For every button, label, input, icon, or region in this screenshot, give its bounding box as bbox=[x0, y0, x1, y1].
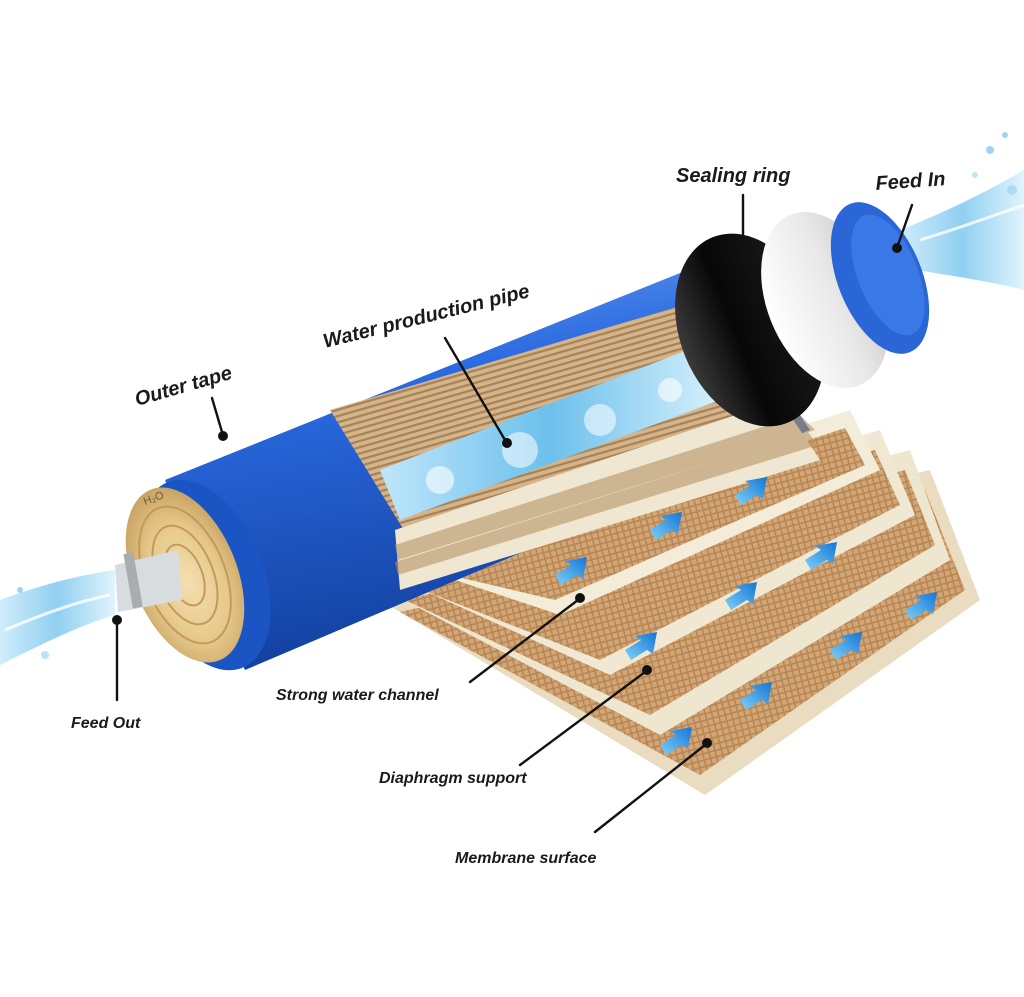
feed-out-water-stream bbox=[0, 570, 115, 665]
outer-tape-dot bbox=[218, 431, 228, 441]
label-feed-in: Feed In bbox=[875, 168, 946, 195]
flow-arrow bbox=[740, 682, 772, 710]
feed-in-water-stream bbox=[900, 132, 1024, 290]
tube-cutaway bbox=[330, 300, 820, 590]
strong-water-channel-dot bbox=[575, 593, 585, 603]
label-membrane-surface: Membrane surface bbox=[455, 850, 596, 867]
diaphragm-support-dot bbox=[642, 665, 652, 675]
membrane-surface-dot bbox=[702, 738, 712, 748]
label-diaphragm-support: Diaphragm support bbox=[379, 770, 527, 787]
flow-arrow bbox=[805, 542, 837, 570]
sealing-ring-dot bbox=[738, 253, 748, 263]
flow-arrow bbox=[650, 512, 682, 540]
flow-arrows bbox=[555, 477, 937, 755]
leader-lines bbox=[112, 193, 914, 834]
water-production-pipe bbox=[380, 345, 720, 520]
feed-out-dot bbox=[112, 615, 122, 625]
water-production-pipe-dot bbox=[502, 438, 512, 448]
label-feed-out: Feed Out bbox=[71, 715, 141, 732]
label-sealing-ring: Sealing ring bbox=[676, 165, 790, 187]
label-outer-tape: Outer tape bbox=[132, 362, 234, 411]
membrane-end-cap bbox=[125, 487, 245, 663]
tube-right-end bbox=[675, 202, 930, 427]
label-water-production-pipe: Water production pipe bbox=[321, 280, 532, 353]
flow-arrow bbox=[660, 727, 692, 755]
flow-arrow bbox=[555, 557, 587, 585]
flow-arrow bbox=[830, 632, 862, 660]
flow-arrow bbox=[725, 582, 757, 610]
feed-in-dot bbox=[892, 243, 902, 253]
label-strong-water-channel: Strong water channel bbox=[276, 687, 439, 704]
flow-arrow bbox=[905, 592, 937, 620]
flow-arrow bbox=[625, 632, 657, 660]
flow-arrow bbox=[735, 477, 767, 505]
